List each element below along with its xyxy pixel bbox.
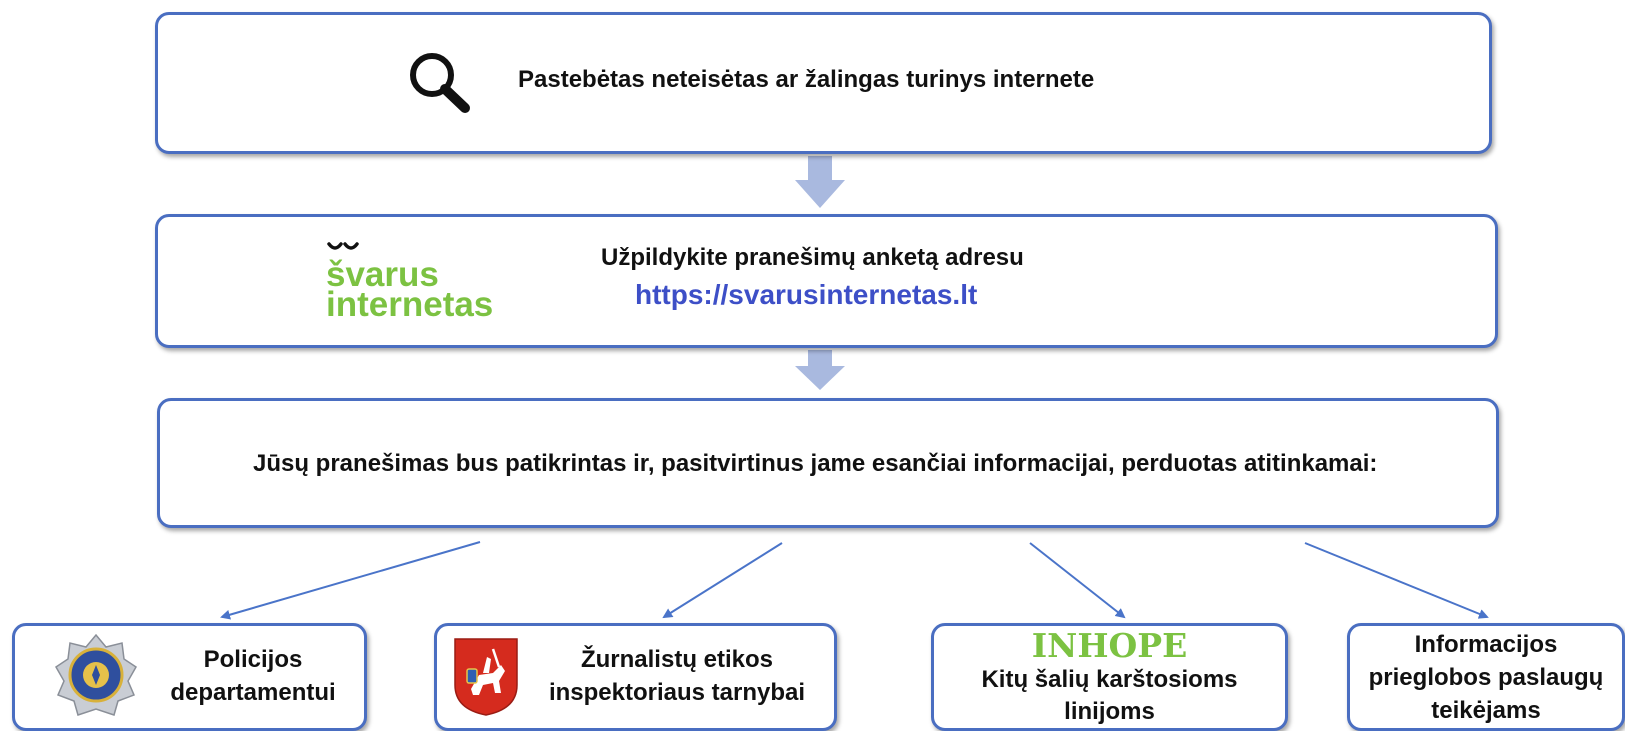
recipient-hosting-line-3: teikėjams <box>1431 697 1541 724</box>
connector-to-police <box>220 541 481 620</box>
step-2-instruction: Užpildykite pranešimų anketą adresu <box>601 244 1024 271</box>
recipient-hosting-label: Informacijos prieglobos paslaugų teikėja… <box>1347 628 1625 727</box>
smile-icon <box>327 242 359 250</box>
recipient-ethics-line-2: inspektoriaus tarnybai <box>548 679 806 706</box>
down-arrow-2 <box>795 350 845 390</box>
recipient-police-box <box>12 623 367 731</box>
svarus-internetas-logo: švarus internetas <box>326 240 546 324</box>
recipient-inhope-box <box>931 623 1288 731</box>
connector-to-hosting <box>1304 542 1489 619</box>
recipient-inhope-label: Kitų šalių karštosioms linijoms <box>931 664 1288 728</box>
svarus-internetas-url[interactable]: https://svarusinternetas.lt <box>635 279 978 310</box>
step-1-text: Pastebėtas neteisėtas ar žalingas turiny… <box>518 66 1095 93</box>
magnifier-icon <box>410 53 470 113</box>
logo-line-2: internetas <box>326 285 494 324</box>
recipient-police-line-1: Policijos <box>203 646 303 673</box>
recipient-ethics-label: Žurnalistų etikos inspektoriaus tarnybai <box>522 643 832 709</box>
recipient-police-label: Policijos departamentui <box>148 643 358 709</box>
inhope-logo: INHOPE <box>1031 626 1188 665</box>
police-badge-icon <box>55 633 137 716</box>
logo-line-1: švarus <box>326 255 439 294</box>
recipient-police-line-2: departamentui <box>170 679 336 706</box>
connector-to-ethics <box>662 542 783 619</box>
recipient-inhope-line-1: Kitų šalių karštosioms <box>981 666 1238 693</box>
recipient-hosting-line-2: prieglobos paslaugų <box>1368 664 1604 691</box>
recipient-hosting-box <box>1347 623 1625 731</box>
step-1-box <box>155 12 1492 154</box>
lithuania-coat-of-arms-icon <box>454 638 518 716</box>
connector-to-inhope <box>1029 542 1126 619</box>
down-arrow-1 <box>795 156 845 208</box>
recipient-ethics-line-1: Žurnalistų etikos <box>580 646 774 673</box>
recipient-inhope-line-2: linijoms <box>1064 698 1155 725</box>
step-3-text: Jūsų pranešimas bus patikrintas ir, pasi… <box>253 450 1378 477</box>
recipient-hosting-line-1: Informacijos <box>1414 631 1558 658</box>
step-3-box <box>157 398 1499 528</box>
step-2-box <box>155 214 1498 348</box>
